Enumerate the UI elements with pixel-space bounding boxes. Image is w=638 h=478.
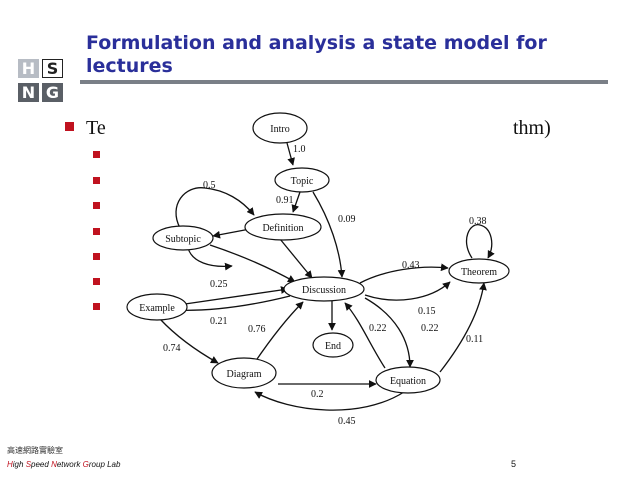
footer-lab-h: H: [7, 460, 13, 469]
state-subtopic-label: Subtopic: [165, 234, 201, 245]
edge-label-example-diagram: 0.74: [163, 343, 181, 354]
edge-label-topic-definition: 0.91: [276, 195, 294, 206]
edge-label-example-diagram-upper: 0.21: [210, 316, 228, 327]
edge-subtopic-loop-b: [187, 247, 233, 271]
footer-lab-part4: roup Lab: [88, 460, 121, 469]
edge-label-diagram-discussion: 0.76: [248, 324, 266, 335]
footer-lab-s: S: [25, 460, 32, 469]
state-definition-label: Definition: [262, 223, 303, 234]
sub-bullet-marker: [93, 177, 100, 184]
page-number: 5: [511, 459, 517, 469]
edge-equation-diagram: [254, 391, 405, 411]
edge-label-discussion-theorem: 0.43: [402, 260, 420, 271]
main-bullet-marker: [65, 122, 74, 131]
edge-label-topic-discussion: 0.09: [338, 214, 356, 225]
logo-cell-n: N: [18, 83, 39, 102]
edge-label-equation-diagram: 0.45: [338, 416, 356, 427]
state-equation-label: Equation: [390, 376, 426, 387]
state-example-node: [126, 293, 188, 321]
edge-discussion-theorem-b: [364, 281, 451, 301]
slide-title: Formulation and analysis a state model f…: [86, 32, 626, 78]
state-equation-node: [375, 366, 441, 394]
edge-label-equation-discussion: 0.22: [369, 323, 387, 334]
logo-cell-g: G: [42, 83, 63, 102]
edge-label-discussion-equation-b: 0.22: [421, 323, 439, 334]
logo-cell-h: H: [18, 59, 39, 78]
sub-bullet-marker: [93, 253, 100, 260]
footer-lab-name: High Speed Network Group Lab: [7, 460, 120, 469]
edge-theorem-loop: [465, 224, 495, 259]
edge-discussion-theorem: [359, 263, 449, 284]
state-theorem-node: [448, 258, 510, 284]
state-definition-node: [244, 213, 322, 241]
sub-bullet-marker: [93, 228, 100, 235]
state-intro-node: [252, 112, 308, 144]
state-diagram-node: [211, 357, 277, 389]
sub-bullet-marker: [93, 303, 100, 310]
footer-lab-part1: igh: [12, 460, 26, 469]
state-topic-node: [274, 167, 330, 193]
edge-definition-subtopic: [212, 228, 251, 239]
state-discussion-label: Discussion: [302, 285, 346, 296]
edge-label-discussion-equation: 0.15: [418, 306, 436, 317]
edge-diagram-discussion: [254, 301, 304, 363]
edge-label-example-discussion: 0.25: [210, 279, 228, 290]
edge-label-diagram-equation: 0.2: [311, 389, 324, 400]
sub-bullet-marker: [93, 202, 100, 209]
edge-subtopic-discussion: [209, 244, 296, 283]
edge-definition-discussion: [279, 238, 313, 279]
sub-bullet-marker: [93, 151, 100, 158]
edge-discussion-equation: [364, 297, 414, 368]
state-example-label: Example: [139, 303, 175, 314]
edge-topic-definition: [291, 191, 301, 213]
title-divider: [80, 80, 608, 84]
edge-intro-topic: [286, 142, 295, 166]
footer-lab-g: G: [82, 460, 89, 469]
edge-equation-discussion: [344, 302, 386, 369]
edge-label-subtopic-loop: 0.5: [203, 180, 216, 191]
state-discussion-node: [283, 276, 365, 302]
state-intro-label: Intro: [270, 124, 289, 135]
edge-topic-discussion: [312, 191, 346, 278]
state-end-node: [312, 332, 354, 358]
edge-subtopic-loop: [175, 187, 255, 229]
edge-equation-theorem: [439, 282, 487, 373]
edge-example-discussion: [184, 286, 289, 305]
state-theorem-label: Theorem: [461, 267, 497, 278]
edge-label-equation-theorem: 0.11: [466, 334, 483, 345]
edge-example-diagram: [159, 318, 219, 364]
footer-lab-part3: etwork: [56, 460, 83, 469]
hsng-logo: H S N G: [18, 59, 68, 105]
logo-cell-s: S: [42, 59, 63, 78]
state-subtopic-node: [152, 225, 214, 251]
main-bullet-text-right: thm): [513, 117, 551, 139]
state-diagram-label: Diagram: [227, 369, 262, 380]
footer-lab-n: N: [51, 460, 57, 469]
state-topic-label: Topic: [291, 176, 314, 187]
main-bullet-text-left: Te: [86, 117, 106, 139]
edge-label-theorem-loop: 0.38: [469, 216, 487, 227]
state-end-label: End: [325, 341, 341, 352]
footer-lab-part2: peed: [31, 460, 52, 469]
footer-org-name: 高速網路實驗室: [7, 446, 63, 455]
edge-label-intro-topic: 1.0: [293, 144, 306, 155]
slide-title-line2: lectures: [86, 55, 173, 77]
sub-bullet-marker: [93, 278, 100, 285]
slide-title-line1: Formulation and analysis a state model f…: [86, 32, 547, 54]
